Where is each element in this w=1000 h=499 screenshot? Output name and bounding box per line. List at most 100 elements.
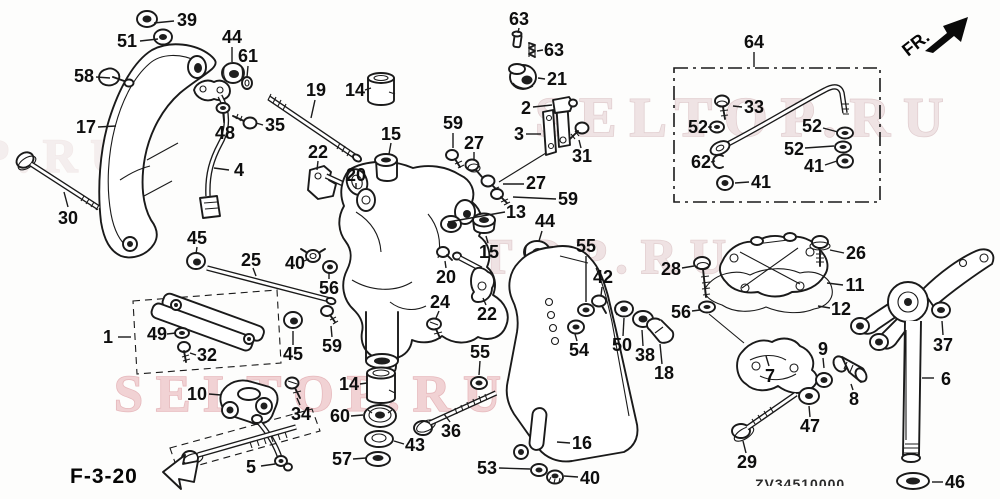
callout-leader-20: [444, 260, 447, 269]
callout-leader-41: [824, 160, 838, 166]
callout-leader-59: [330, 325, 333, 338]
part-callout-47: 47: [800, 416, 820, 436]
washer-57: [365, 451, 391, 467]
callout-leader-48: [222, 112, 225, 124]
grommet-45-upper: [186, 252, 206, 270]
part-callout-45: 45: [283, 344, 303, 364]
part-callout-40: 40: [580, 468, 600, 488]
callout-leader-15: [485, 235, 489, 244]
front-label: FR.: [898, 27, 933, 61]
part-callout-2: 2: [521, 98, 531, 118]
callout-leader-31: [578, 139, 582, 149]
callout-leader-63: [517, 27, 520, 34]
nut-41-right: [836, 153, 854, 169]
callout-leader-44: [538, 230, 543, 242]
grommet-41-left: [716, 175, 734, 191]
callout-leader-9: [822, 357, 825, 369]
part-callout-11: 11: [845, 275, 864, 295]
part-callout-12: 12: [831, 299, 851, 319]
screw-59-b: [490, 188, 511, 206]
bolt-28: [693, 256, 745, 344]
callout-leader-28: [681, 265, 695, 269]
part-callout-18: 18: [654, 363, 674, 383]
callout-leader-45: [195, 246, 198, 255]
callout-leader-7: [765, 355, 770, 367]
callout-leader-4: [213, 167, 230, 171]
part-callout-37: 37: [933, 335, 953, 355]
part-callout-19: 19: [306, 80, 326, 100]
part-callout-21: 21: [547, 69, 567, 89]
callout-leader-54: [574, 333, 578, 342]
pin-clamp-22-mid: [452, 251, 496, 303]
part-callout-56: 56: [319, 278, 339, 298]
callout-leader-60: [350, 414, 364, 417]
part-callout-14: 14: [339, 374, 359, 394]
nut-55-upper: [577, 303, 595, 317]
part-callout-14: 14: [345, 80, 365, 100]
front-arrow-icon: [925, 17, 968, 53]
part-code: ZV34510000: [748, 476, 868, 499]
callout-leader-29: [742, 440, 747, 454]
part-callout-15: 15: [479, 242, 499, 262]
watermark-text: SELTOP.RU: [535, 87, 957, 149]
wing-screw-40: [300, 248, 326, 263]
nut-37: [931, 301, 951, 319]
callout-leader-14: [364, 87, 372, 91]
callout-leader-10: [208, 393, 222, 396]
part-callout-15: 15: [381, 124, 401, 144]
part-callout-53: 53: [477, 458, 497, 478]
part-callout-52: 52: [802, 116, 822, 136]
part-callout-44: 44: [222, 27, 242, 47]
washer-56-left: [322, 260, 338, 274]
callout-leader-49: [166, 332, 177, 335]
washer-47: [798, 387, 820, 405]
part-callout-25: 25: [241, 250, 261, 270]
part-callout-41: 41: [804, 156, 824, 176]
bushing-14-lower: [366, 366, 396, 404]
bolt-36: [413, 390, 498, 436]
bushing-15-upper: [374, 153, 398, 182]
part-callout-31: 31: [572, 146, 592, 166]
callout-leader-2: [532, 104, 553, 108]
plate-assembly-box-1: [132, 289, 282, 375]
callout-leader-11: [826, 282, 844, 286]
bushing-15-lower: [472, 212, 496, 234]
part-callout-45: 45: [187, 228, 207, 248]
callout-leader-55: [478, 360, 481, 376]
part-callout-52: 52: [784, 139, 804, 159]
part-callout-9: 9: [818, 339, 828, 359]
part-callout-38: 38: [635, 345, 655, 365]
screw-24: [426, 317, 443, 339]
part-callout-55: 55: [576, 236, 596, 256]
callout-leader-59: [512, 196, 557, 200]
link-5: [251, 414, 293, 472]
part-callout-62: 62: [691, 152, 711, 172]
bolt-26: [809, 235, 831, 267]
callout-leader-63: [536, 49, 544, 52]
part-callout-41: 41: [751, 172, 771, 192]
callout-leader-21: [537, 77, 546, 80]
stern-bracket-left: [98, 43, 217, 259]
callout-leader-19: [310, 99, 316, 119]
part-callout-49: 49: [147, 324, 167, 344]
callout-leader-25: [252, 267, 257, 277]
screw-42: [591, 294, 607, 314]
grommet-45-lower: [283, 311, 303, 329]
part-callout-6: 6: [941, 369, 951, 389]
callout-leader-47: [808, 405, 811, 418]
part-callout-29: 29: [737, 452, 757, 472]
callout-leader-13: [447, 211, 506, 223]
detail-box-64: [673, 67, 881, 203]
callout-leader-30: [63, 191, 69, 208]
part-callout-36: 36: [441, 421, 461, 441]
callout-leader-40: [563, 475, 579, 478]
part-callout-40: 40: [285, 253, 305, 273]
part-callout-44: 44: [535, 211, 555, 231]
callout-leader-26: [829, 249, 845, 254]
washer-43: [364, 430, 394, 448]
pin-63-a: [511, 30, 523, 49]
callout-leader-43: [393, 440, 405, 445]
part-callout-8: 8: [849, 389, 859, 409]
